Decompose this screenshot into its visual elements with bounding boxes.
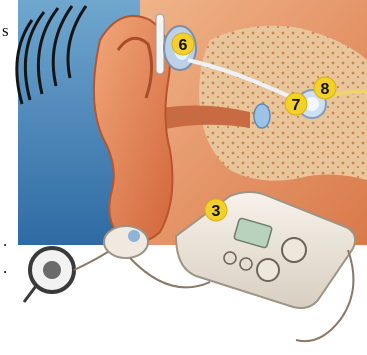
- svg-text:6: 6: [179, 37, 188, 54]
- marker-6: 6: [172, 33, 194, 55]
- marker-7: 7: [285, 93, 307, 115]
- processor-dial: [257, 259, 279, 281]
- microphone-unit: [104, 226, 148, 258]
- processor-knob: [282, 238, 306, 262]
- marker-3: 3: [205, 199, 227, 221]
- microphone-wire: [156, 14, 164, 74]
- marker-8: 8: [314, 77, 336, 99]
- processor-button-2: [240, 258, 252, 270]
- temporal-bone: [199, 26, 367, 181]
- svg-text:8: 8: [321, 81, 330, 98]
- svg-text:7: 7: [292, 97, 301, 114]
- svg-text:3: 3: [212, 203, 221, 220]
- processor-button-1: [224, 252, 236, 264]
- eardrum: [254, 104, 270, 128]
